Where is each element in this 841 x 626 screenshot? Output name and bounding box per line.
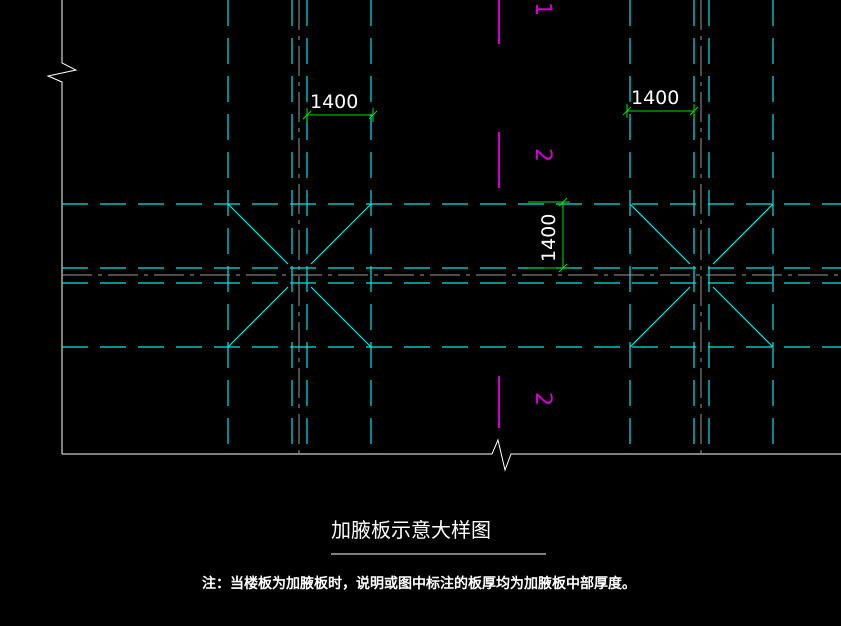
haunch-diagonal [712,203,774,265]
dimension-label-top-right: 1400 [631,87,679,109]
section-mark-middle: 2 [498,132,555,188]
dimension-vertical [528,197,570,273]
dimension-label-vertical: 1400 [538,214,560,262]
dimension-top-left [302,108,378,122]
left-boundary-line [46,0,78,454]
axis-lines [62,0,841,454]
section-mark-top: 1 [498,0,555,44]
haunch-diagonal [629,286,691,348]
section-label-top: 1 [530,2,555,16]
haunch-corner-diagonals [227,203,774,348]
slab-boundary [46,0,841,472]
haunch-diagonal [629,203,691,265]
haunch-diagonal [310,286,372,348]
haunch-diagonal [227,203,289,265]
drawing-note: 注：当楼板为加腋板时，说明或图中标注的板厚均为加腋板中部厚度。 [202,575,636,592]
haunch-diagonal [310,203,372,265]
haunch-diagonal [712,286,774,348]
dimension-label-top-left: 1400 [310,91,358,113]
dimension-top-right [622,104,699,118]
haunch-diagonal [227,286,289,348]
section-label-bottom: 2 [530,392,555,406]
haunch-lines [62,0,841,454]
bottom-boundary-line [62,438,841,472]
drawing-title: 加腋板示意大样图 [331,518,491,542]
section-label-middle: 2 [530,148,555,162]
section-mark-bottom: 2 [498,376,555,428]
